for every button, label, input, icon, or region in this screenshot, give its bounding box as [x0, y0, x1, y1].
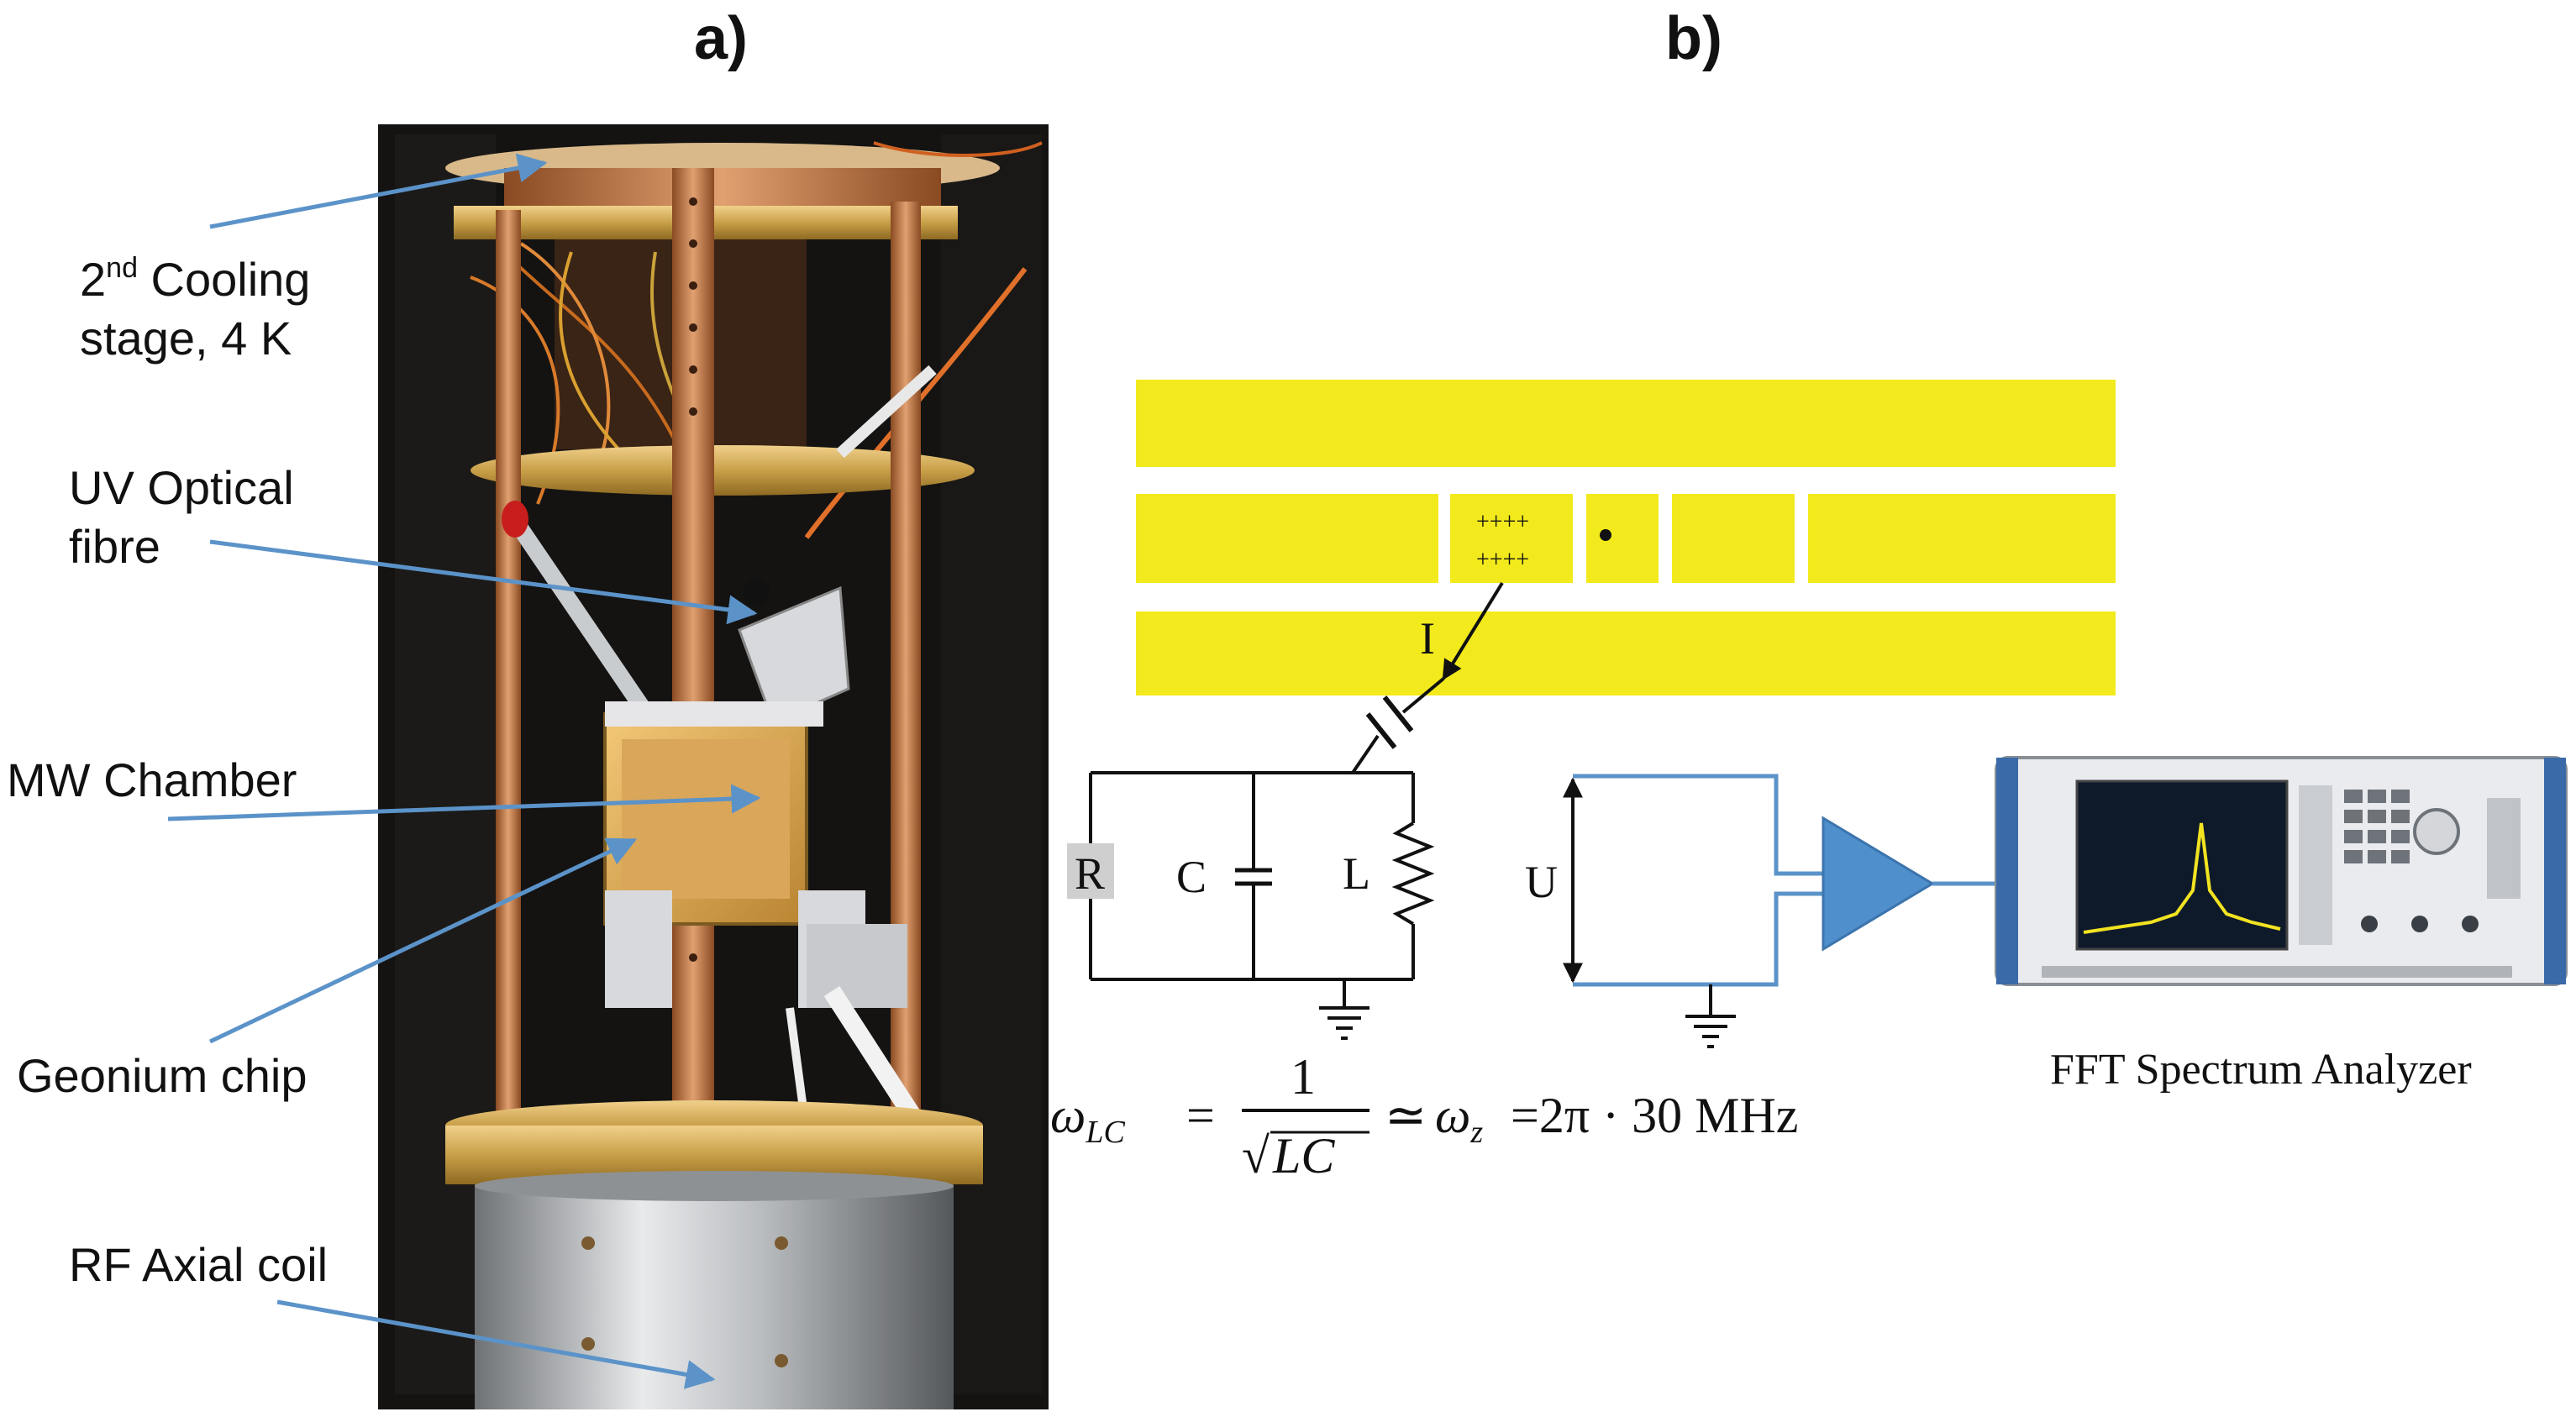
omega-symbol: ω [1050, 1088, 1086, 1143]
resistor-label: R [1075, 848, 1105, 899]
charged-electrode [1450, 494, 1573, 583]
trapped-electron [1600, 529, 1611, 541]
sqrt-symbol: √ [1242, 1128, 1270, 1183]
callout-uv-fibre: UV Optical fibre [69, 461, 758, 625]
cooling-stage-prefix: 2 [80, 253, 106, 306]
mw-chamber-arrow [167, 784, 761, 821]
trap-electrodes: ++++ ++++ [1136, 380, 2116, 695]
uv-fibre-line1: UV Optical [69, 461, 294, 514]
current-label: I [1420, 613, 1435, 664]
correction-electrode [1672, 494, 1795, 583]
uv-fibre-arrow [209, 539, 758, 625]
coupling-capacitor [1382, 695, 1414, 732]
callout-cooling-stage: 2nd Cooling stage, 4 K [80, 153, 548, 365]
equals-sign: = [1186, 1088, 1215, 1143]
guard-electrode-left [1136, 494, 1438, 583]
current-wire [1442, 581, 1504, 681]
resistor-box [1067, 843, 1114, 899]
detection-circuit [1089, 581, 1504, 1040]
cooling-stage-superscript: nd [106, 252, 138, 284]
callout-rf-axial-coil: RF Axial coil [69, 1238, 716, 1389]
rf-axial-coil-label: RF Axial coil [69, 1238, 328, 1291]
lc-subscript: LC [1085, 1115, 1125, 1150]
induced-charges-row2: ++++ [1476, 547, 1529, 573]
approx-sign: ≃ [1385, 1088, 1427, 1143]
guard-electrode-right [1808, 494, 2116, 583]
panel-label-a: a) [694, 5, 748, 72]
fraction-numerator: 1 [1291, 1049, 1316, 1105]
equation-rhs: =2π · 30 MHz [1511, 1088, 1798, 1143]
analyzer-spectrum-trace [2083, 822, 2281, 934]
spectrum-analyzer [1995, 756, 2568, 986]
voltage-pickup [1563, 774, 2000, 1048]
z-subscript: z [1469, 1115, 1483, 1150]
rf-axial-coil-arrow [276, 1299, 716, 1389]
top-electrode [1136, 380, 2116, 467]
cooling-stage-arrow [209, 153, 548, 229]
apparatus-photo [378, 124, 1049, 1409]
amplifier-triangle [1822, 816, 1935, 952]
bottom-electrode [1136, 611, 2116, 695]
svg-text:ωLC: ωLC [1050, 1088, 1126, 1150]
uv-fibre-line2: fibre [69, 520, 160, 573]
sqrt-radicand: LC [1272, 1128, 1335, 1183]
mw-chamber-label: MW Chamber [7, 753, 297, 806]
svg-text:2nd Cooling: 2nd Cooling [80, 252, 310, 306]
induced-charges-row1: ++++ [1476, 509, 1529, 535]
analyzer-knob [2413, 808, 2460, 855]
resonance-equation: ωLC = 1 √ LC ≃ ωz =2π · 30 MHz [1050, 1049, 1798, 1183]
inductor-label: L [1343, 848, 1370, 899]
geonium-chip-arrow [208, 837, 638, 1044]
voltage-label: U [1525, 857, 1558, 907]
geonium-chip-label: Geonium chip [17, 1049, 308, 1102]
cooling-stage-suffix: Cooling [138, 253, 310, 306]
inductor-coil [1391, 821, 1435, 926]
analyzer-label: FFT Spectrum Analyzer [2050, 1046, 2472, 1094]
capacitor-label: C [1176, 852, 1207, 902]
center-electrode [1586, 494, 1659, 583]
callout-mw-chamber: MW Chamber [7, 753, 761, 821]
omega-z-symbol: ω [1435, 1088, 1470, 1143]
panel-label-b: b) [1665, 5, 1722, 72]
callout-geonium-chip: Geonium chip [17, 837, 638, 1102]
svg-text:ωz: ωz [1435, 1088, 1483, 1150]
cooling-stage-line2: stage, 4 K [80, 312, 292, 365]
